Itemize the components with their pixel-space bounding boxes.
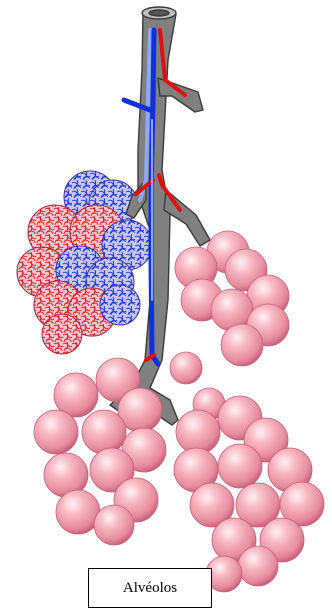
caption-text: Alvéolos [123,580,177,597]
alveolar-sac [175,231,289,366]
caption-label: Alvéolos [88,568,212,608]
alveolar-sac [174,396,324,592]
